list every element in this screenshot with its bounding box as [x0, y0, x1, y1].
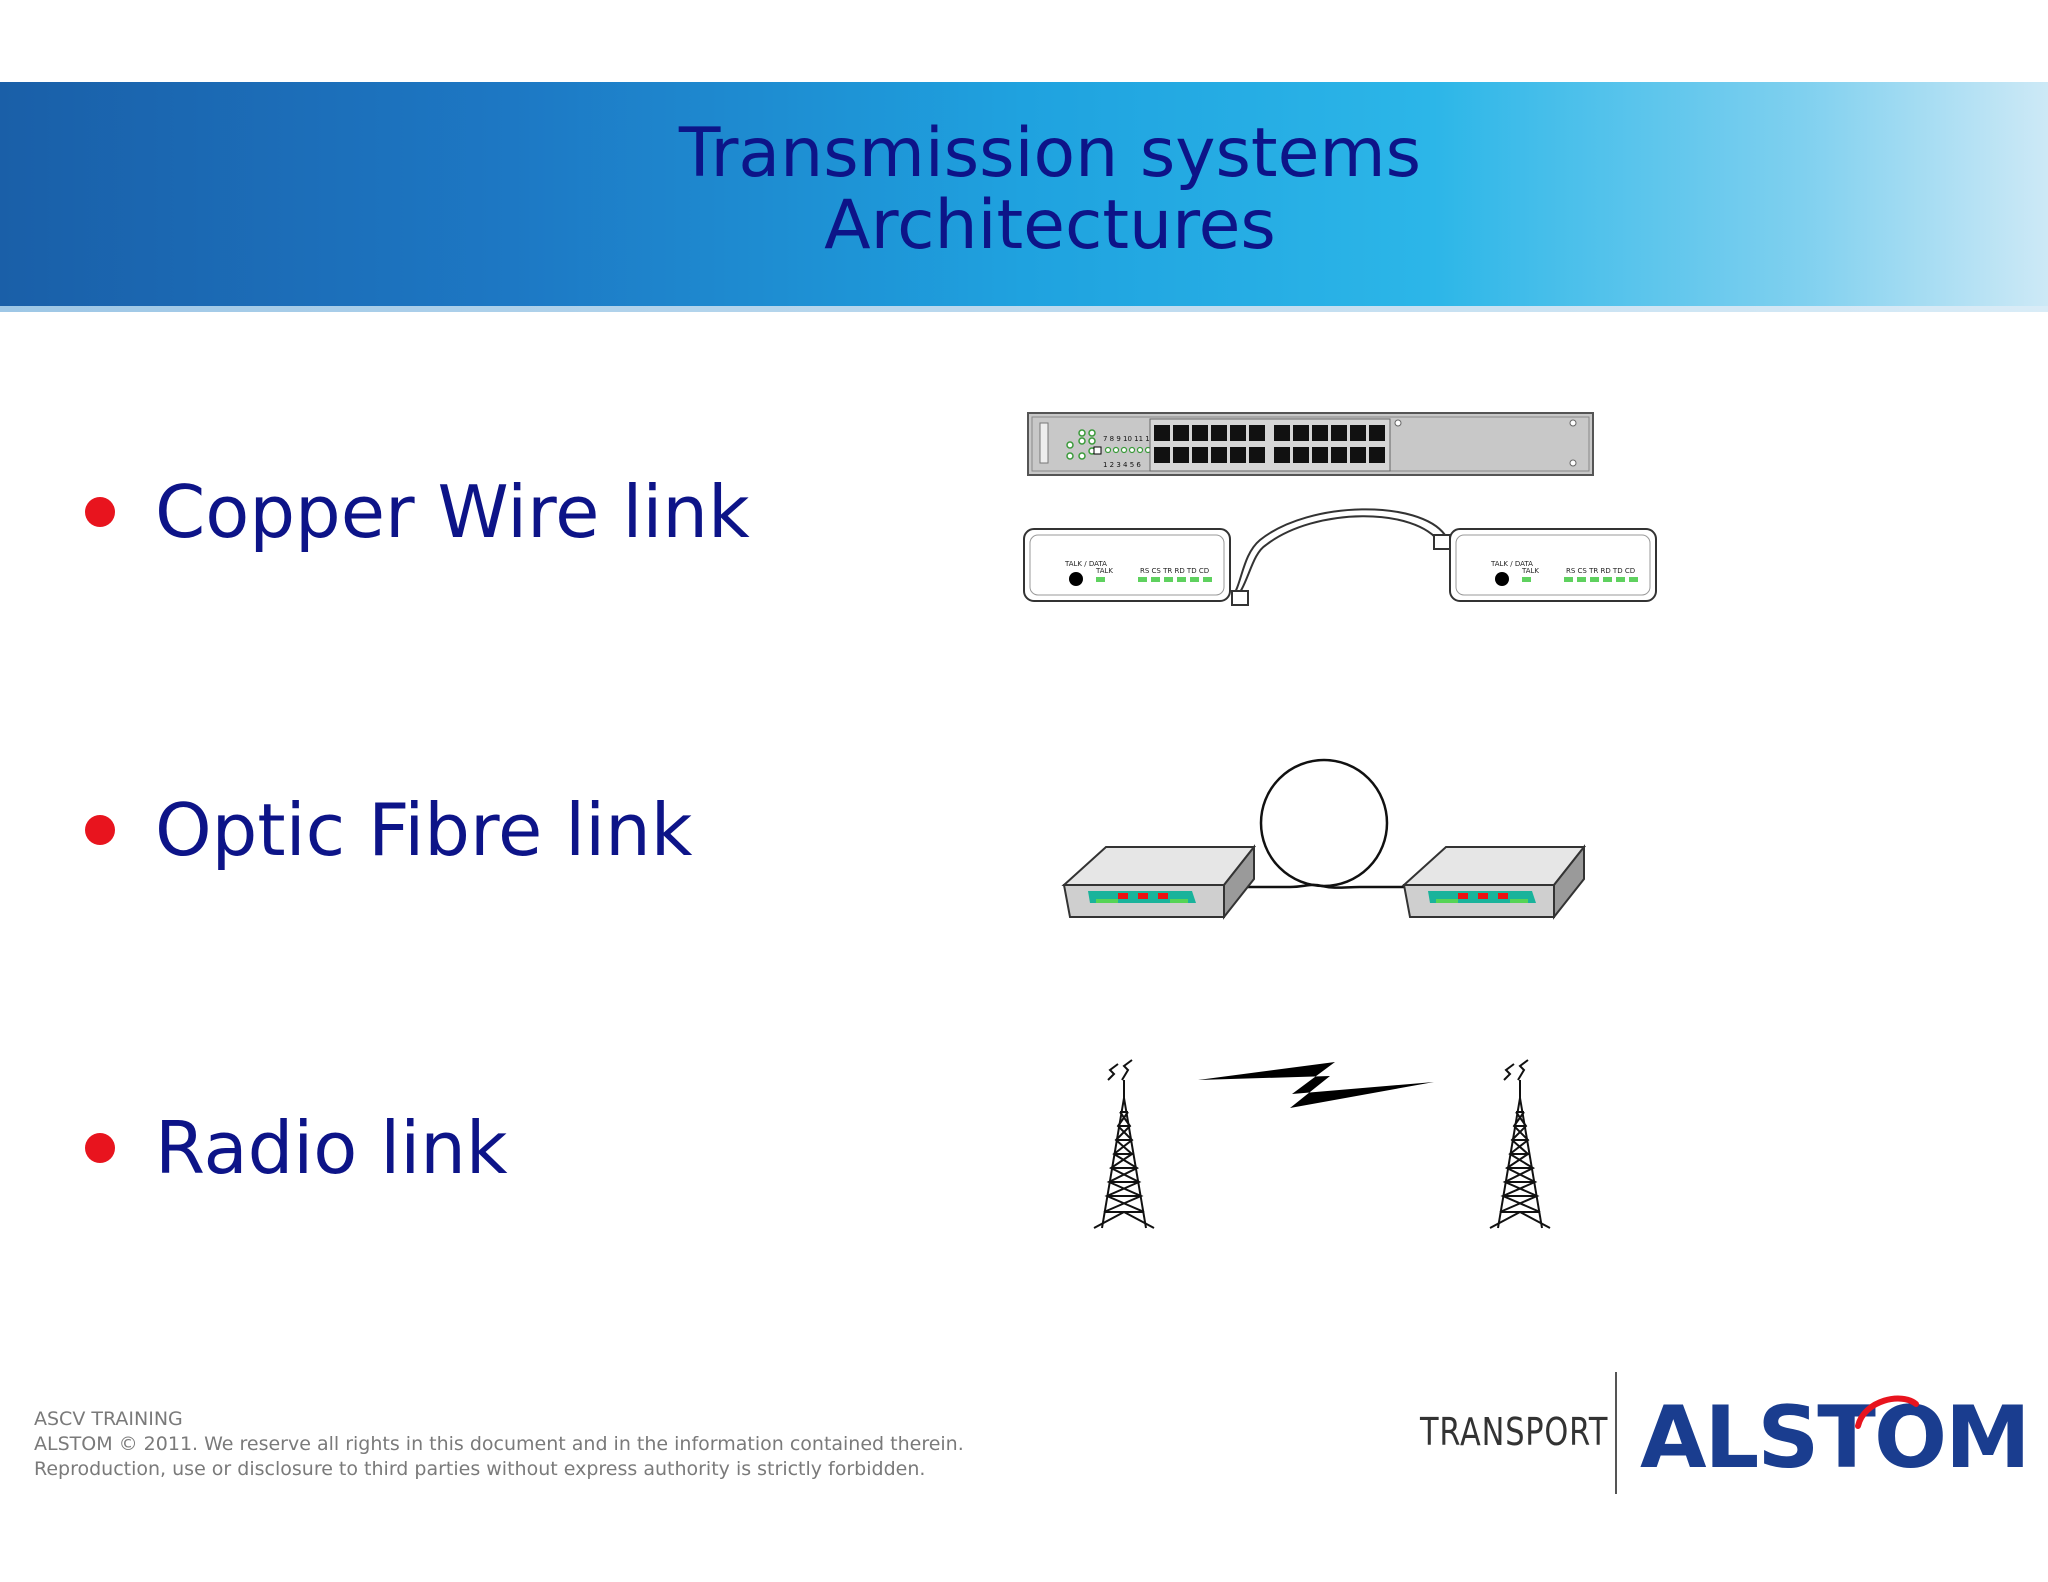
switch-status-leds [1104, 446, 1152, 454]
fibre-node-left [1061, 844, 1257, 920]
modem-right: TALK / DATA TALK RS CS TR RD TD CD [1449, 528, 1657, 602]
modem-label-talk-data: TALK / DATA [1490, 560, 1533, 568]
switch-led-cluster [1066, 429, 1096, 460]
radio-tower-left [1093, 1059, 1155, 1229]
alstom-logo-swoosh-icon [1855, 1395, 1919, 1429]
modem-label-talk-data: TALK / DATA [1064, 560, 1107, 568]
logo-divider [1615, 1372, 1617, 1494]
switch-led-label-top: 7 8 9 10 11 12 [1103, 435, 1154, 443]
modem-label-leds: RS CS TR RD TD CD [1566, 567, 1635, 575]
bullet-label: Copper Wire link [155, 470, 750, 554]
fibre-loop [1259, 758, 1389, 888]
bullet-copper: Copper Wire link [85, 470, 750, 554]
title-line-1: Transmission systems [678, 114, 1422, 193]
fibre-node-right [1401, 844, 1587, 920]
footer-legal: ASCV TRAINING ALSTOM © 2011. We reserve … [34, 1407, 964, 1482]
bullet-radio: Radio link [85, 1106, 508, 1190]
footer-line-3: Reproduction, use or disclosure to third… [34, 1458, 926, 1480]
logo-division: TRANSPORT [1420, 1410, 1609, 1454]
modem-label-talk: TALK [1521, 567, 1539, 575]
modem-label-leds: RS CS TR RD TD CD [1140, 567, 1209, 575]
copper-cable [1231, 508, 1451, 606]
footer-line-1: ASCV TRAINING [34, 1408, 183, 1430]
switch-led-label-bottom: 1 2 3 4 5 6 [1103, 461, 1141, 469]
bullet-dot [85, 815, 115, 845]
radio-illustration [1093, 1059, 1551, 1229]
fibre-cable [1222, 883, 1410, 889]
copper-illustration: 7 8 9 10 11 12 1 2 3 4 5 6 TALK / DATA T… [1023, 412, 1657, 606]
alstom-logo: ALSTOM [1640, 1388, 2031, 1488]
fibre-illustration [1061, 758, 1587, 920]
slide-title: Transmission systems Architectures [0, 118, 2048, 262]
radio-tower-right [1489, 1059, 1551, 1229]
modem-left: TALK / DATA TALK RS CS TR RD TD CD [1023, 528, 1231, 602]
footer-line-2: ALSTOM © 2011. We reserve all rights in … [34, 1433, 964, 1455]
title-line-2: Architectures [824, 186, 1276, 265]
bullet-dot [85, 1133, 115, 1163]
switch-ports [1154, 425, 1385, 463]
bullet-label: Optic Fibre link [155, 788, 693, 872]
header-band [0, 82, 2048, 312]
radio-signal-bolt [1198, 1062, 1434, 1108]
bullet-fibre: Optic Fibre link [85, 788, 693, 872]
bullet-label: Radio link [155, 1106, 508, 1190]
modem-label-talk: TALK [1095, 567, 1113, 575]
bullet-dot [85, 497, 115, 527]
